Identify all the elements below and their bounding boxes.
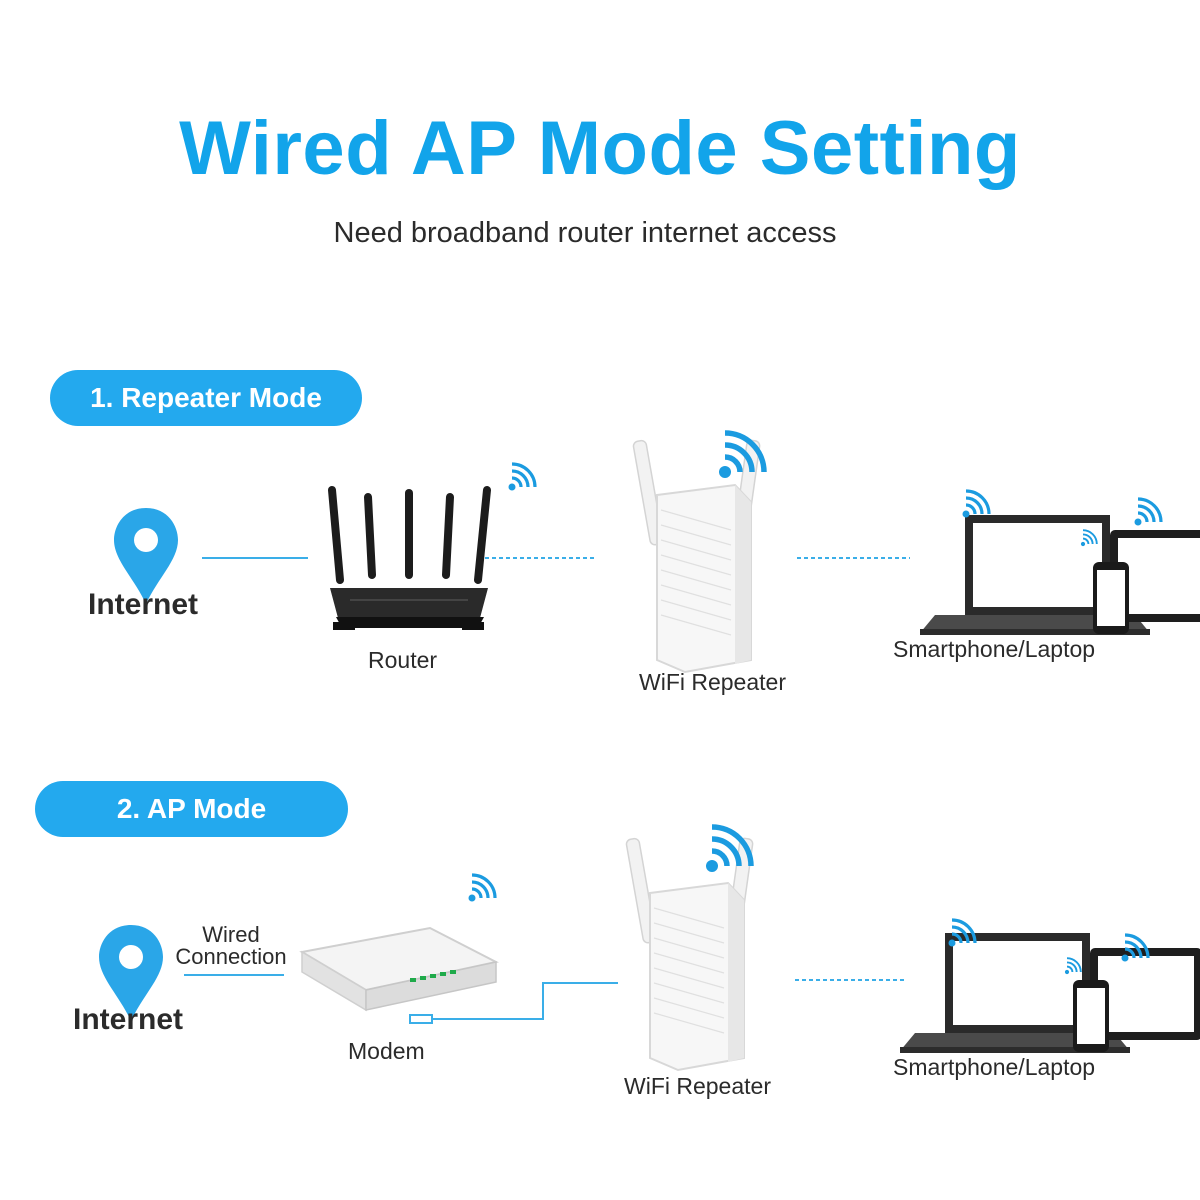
mode-1-repeater-label: WiFi Repeater xyxy=(639,669,786,695)
repeater-icon-2 xyxy=(624,836,755,1071)
mode-2-internet-label: Internet xyxy=(73,1003,184,1036)
laptop-wifi-icon xyxy=(960,489,991,520)
mode-1-label: 1. Repeater Mode xyxy=(90,382,322,413)
modem-repeater-cable xyxy=(432,982,618,1020)
router-wifi-icon xyxy=(506,462,537,493)
repeater-icon xyxy=(631,438,762,673)
mode-1-devices-label: Smartphone/Laptop xyxy=(893,636,1096,662)
wired-label-line1: Wired xyxy=(202,922,260,947)
laptop-icon xyxy=(920,515,1200,635)
wired-connection-label: Wired Connection xyxy=(165,924,297,968)
wired-label-line2: Connection xyxy=(175,944,287,969)
page-subtitle: Need broadband router internet access xyxy=(333,217,837,249)
modem-icon xyxy=(299,926,499,1024)
router-label: Router xyxy=(368,647,438,673)
mode-1-internet-label: Internet xyxy=(88,588,199,621)
mode-2-badge: 2. AP Mode xyxy=(35,781,348,837)
mode-2-devices-label: Smartphone/Laptop xyxy=(893,1054,1096,1080)
mode-2-label: 2. AP Mode xyxy=(116,793,267,824)
mode-1-badge: 1. Repeater Mode xyxy=(50,370,362,426)
tablet-wifi-icon xyxy=(1132,497,1163,528)
mode-2-repeater-label: WiFi Repeater xyxy=(624,1073,771,1099)
page-title: Wired AP Mode Setting xyxy=(179,106,1021,191)
modem-wifi-icon xyxy=(466,873,497,904)
modem-port xyxy=(409,1014,433,1024)
laptop-icon-2 xyxy=(900,933,1200,1053)
router-icon xyxy=(328,486,491,630)
modem-label: Modem xyxy=(348,1038,425,1064)
